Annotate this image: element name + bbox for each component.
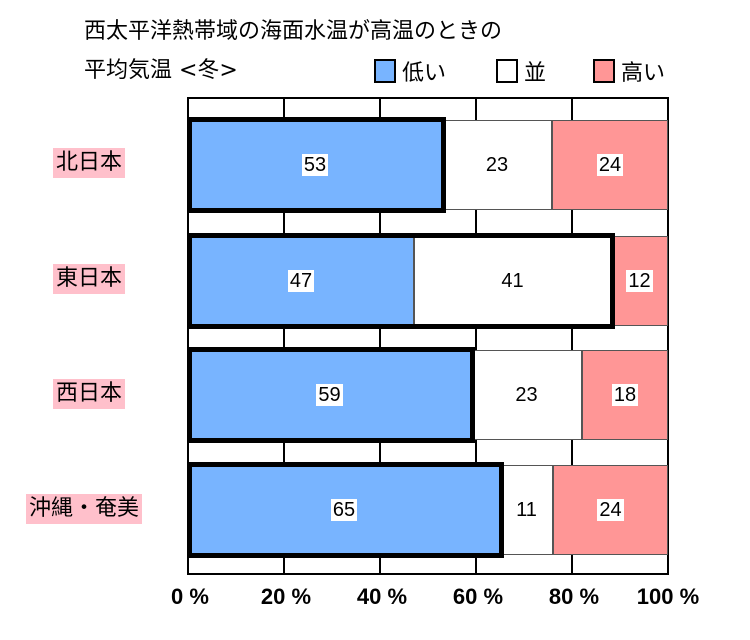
bar-segment-normal: 11 [500, 465, 553, 555]
grid-line-bottom [188, 573, 668, 575]
value-label: 65 [330, 499, 358, 521]
grid-line-0 [187, 97, 189, 575]
bar-row-east: 47 41 12 [187, 233, 668, 329]
value-label: 41 [499, 270, 526, 292]
bar-segment-normal: 23 [471, 350, 582, 440]
value-label: 24 [597, 499, 624, 521]
category-label-okinawa-amami: 沖縄・奄美 [26, 494, 143, 524]
category-label-north: 北日本 [53, 148, 126, 178]
value-label: 23 [513, 384, 540, 406]
bar-row-west: 59 23 18 [187, 347, 668, 443]
bar-segment-low: 47 [188, 236, 414, 326]
grid-line-100 [667, 97, 669, 575]
bar-segment-high: 24 [552, 120, 668, 210]
legend-item-low: 低い [374, 57, 447, 86]
value-label: 18 [611, 384, 639, 406]
grid-line-top [188, 97, 668, 99]
grid-line-60 [475, 97, 477, 575]
legend-item-normal: 並 [496, 57, 547, 86]
x-tick-40: 40 % [356, 584, 408, 609]
bar-segment-low: 65 [188, 465, 500, 555]
value-label: 24 [596, 154, 624, 176]
legend-swatch-normal-icon [496, 59, 518, 83]
grid-line-80 [571, 97, 573, 575]
chart-title-line1: 西太平洋熱帯域の海面水温が高温のときの [84, 19, 503, 44]
value-label: 12 [626, 270, 653, 292]
bar-segment-high: 12 [611, 236, 668, 326]
bar-segment-low: 53 [188, 120, 442, 210]
x-tick-100: 100 % [636, 584, 700, 609]
value-label: 53 [301, 154, 329, 176]
value-label: 59 [316, 384, 343, 406]
x-tick-20: 20 % [260, 584, 312, 609]
legend-item-high: 高い [593, 57, 666, 86]
grid-line-40 [379, 97, 381, 575]
value-label: 23 [483, 154, 511, 176]
bar-segment-high: 18 [582, 350, 668, 440]
category-label-west: 西日本 [53, 379, 126, 409]
legend-label-normal: 並 [524, 61, 547, 86]
category-label-east: 東日本 [53, 264, 126, 294]
legend-label-high: 高い [621, 61, 666, 86]
chart-title-line2: 平均気温 <冬> [84, 58, 238, 83]
x-tick-0: 0 % [171, 584, 209, 609]
bar-row-okinawa-amami: 65 11 24 [187, 462, 668, 558]
legend-label-low: 低い [402, 61, 447, 86]
bar-segment-normal: 23 [442, 120, 552, 210]
value-label: 47 [287, 270, 315, 292]
legend-swatch-low-icon [374, 59, 396, 83]
grid-line-20 [283, 97, 285, 575]
bar-segment-low: 59 [188, 350, 471, 440]
legend-swatch-high-icon [593, 59, 615, 83]
x-tick-60: 60 % [452, 584, 504, 609]
bar-segment-normal: 41 [414, 236, 611, 326]
stacked-bar-chart: 53 23 24 47 41 12 59 23 18 65 11 24 [187, 97, 669, 575]
x-tick-80: 80 % [548, 584, 600, 609]
value-label: 11 [514, 499, 539, 521]
bar-row-north: 53 23 24 [187, 117, 668, 213]
bar-segment-high: 24 [553, 465, 668, 555]
